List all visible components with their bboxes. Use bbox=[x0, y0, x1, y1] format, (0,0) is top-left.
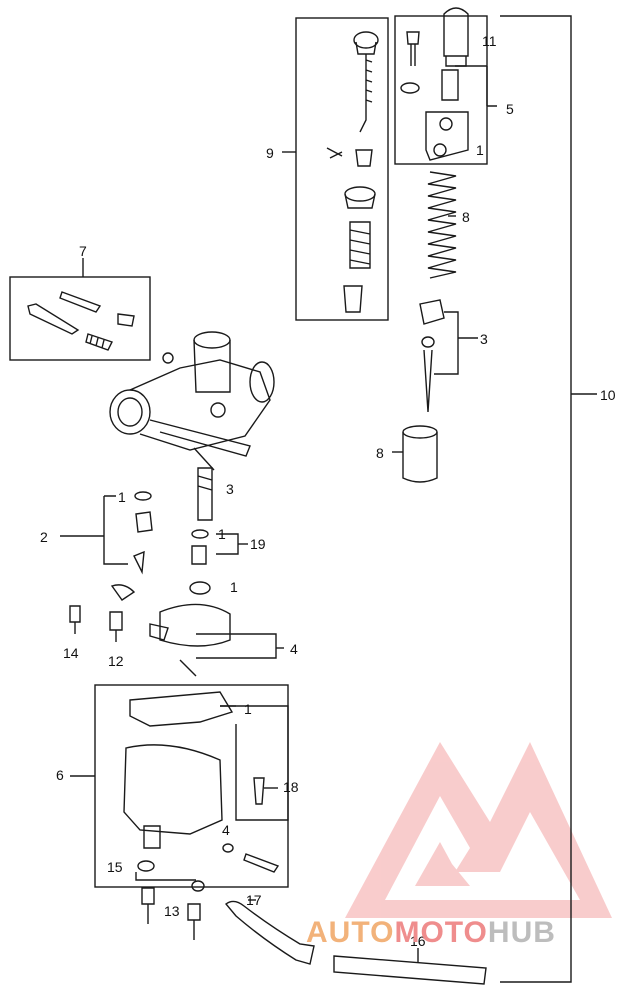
callout-5: 5 bbox=[506, 101, 514, 117]
callout-6: 6 bbox=[56, 767, 64, 783]
callout-3-right: 3 bbox=[480, 331, 488, 347]
float-part-4 bbox=[149, 603, 284, 677]
callout-15: 15 bbox=[107, 859, 123, 875]
callout-12: 12 bbox=[108, 653, 124, 669]
callout-11: 11 bbox=[482, 33, 497, 49]
group-7-box bbox=[9, 276, 151, 361]
callout-4-bottom: 4 bbox=[222, 822, 230, 838]
watermark-auto: AUTO bbox=[306, 916, 395, 949]
watermark-moto: MOTO bbox=[394, 916, 488, 949]
part-9-assembly bbox=[326, 31, 379, 313]
group-5-box bbox=[394, 15, 488, 165]
callout-8-needle: 8 bbox=[376, 445, 384, 461]
spring-part-8 bbox=[427, 171, 457, 279]
part-5-11-assembly bbox=[400, 7, 469, 161]
callout-4-top: 4 bbox=[290, 641, 298, 657]
screw-parts-18-4 bbox=[222, 777, 280, 873]
callout-16: 16 bbox=[410, 933, 426, 949]
callout-1-b: 1 bbox=[218, 526, 226, 542]
left-small-parts bbox=[60, 491, 153, 642]
callout-2: 2 bbox=[40, 529, 48, 545]
callout-8-spring: 8 bbox=[462, 209, 470, 225]
callout-3-left: 3 bbox=[226, 481, 234, 497]
part-7-items bbox=[27, 291, 135, 351]
callout-9: 9 bbox=[266, 145, 274, 161]
callout-13: 13 bbox=[164, 903, 180, 919]
callout-1-c: 1 bbox=[230, 579, 238, 595]
callout-17: 17 bbox=[246, 892, 262, 908]
watermark-text: AUTOMOTOHUB bbox=[306, 918, 556, 948]
lower-parts bbox=[135, 860, 487, 985]
callout-1-bowl: 1 bbox=[244, 701, 252, 717]
callout-7: 7 bbox=[79, 243, 87, 259]
needle-part-3 bbox=[419, 299, 478, 413]
throttle-valve-part-8 bbox=[392, 425, 438, 483]
carburetor-body bbox=[109, 331, 275, 471]
callout-10: 10 bbox=[600, 387, 616, 403]
callout-18: 18 bbox=[283, 779, 299, 795]
callout-1-top: 1 bbox=[476, 142, 484, 158]
group-6-box bbox=[94, 684, 289, 888]
watermark-hub: HUB bbox=[487, 916, 556, 949]
group-10-bracket bbox=[500, 15, 572, 983]
jet-parts bbox=[189, 467, 248, 595]
callout-19: 19 bbox=[250, 536, 266, 552]
watermark-logo bbox=[345, 742, 612, 918]
callout-14: 14 bbox=[63, 645, 79, 661]
callout-1-a: 1 bbox=[118, 489, 126, 505]
group-9-box bbox=[295, 17, 389, 321]
float-bowl-part-6 bbox=[123, 691, 289, 849]
